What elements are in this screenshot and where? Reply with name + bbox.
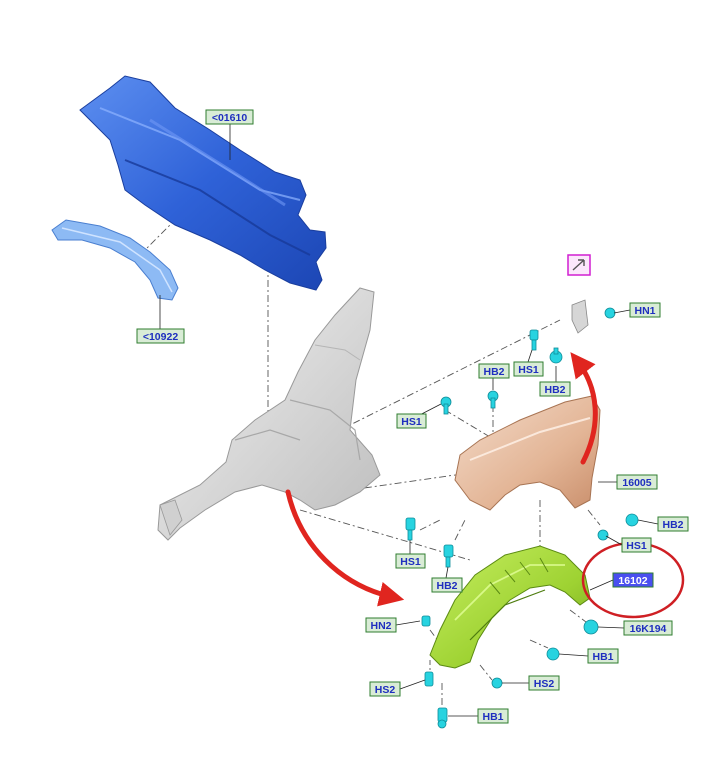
fastener-hn2: [421, 615, 431, 627]
label-hs2-left: HS2: [369, 681, 401, 697]
svg-text:HS1: HS1: [518, 364, 539, 376]
svg-text:HN1: HN1: [634, 305, 655, 317]
fastener-hn1: [604, 307, 616, 319]
svg-text:HS1: HS1: [401, 416, 422, 428]
wheel-arch-liner-part: [429, 545, 591, 669]
svg-text:HB1: HB1: [592, 651, 613, 663]
label-hb1-right: HB1: [587, 648, 619, 664]
svg-text:HB2: HB2: [436, 580, 457, 592]
svg-text:HS1: HS1: [400, 556, 421, 568]
label-dash-panel: <01610: [205, 109, 254, 125]
label-leaders: [159, 124, 659, 717]
fastener-hb1-right: [546, 647, 560, 661]
label-hs1-top: HS1: [513, 361, 544, 377]
fastener-hb2-left: [487, 390, 499, 409]
svg-text:HS2: HS2: [375, 684, 396, 696]
label-hn2: HN2: [365, 617, 397, 633]
svg-text:16K194: 16K194: [630, 623, 667, 635]
fastener-hb1-bottom: [437, 707, 448, 729]
assembly-dash-lines: [139, 204, 601, 705]
part-labels: <01610 <10922 HN1 HS1 HB2 HS1 HB2 16005: [136, 109, 689, 724]
fastener-hb2-low: [443, 544, 454, 568]
fastener-hs1-right: [597, 529, 609, 541]
svg-text:16005: 16005: [622, 477, 651, 489]
arrow-marker-icon: [567, 254, 591, 276]
svg-text:HS1: HS1: [626, 540, 647, 552]
svg-text:<10922: <10922: [143, 331, 178, 343]
label-apron-brace: <10922: [136, 328, 185, 344]
label-hb2-right: HB2: [657, 516, 689, 532]
fender-bracket: [571, 299, 589, 334]
fastener-hs2-left: [424, 671, 434, 687]
svg-text:HS2: HS2: [534, 678, 555, 690]
apron-brace-part: [51, 219, 179, 301]
fastener-hs1-low: [405, 517, 416, 541]
fender-part: [454, 395, 601, 511]
label-hs1-left: HS1: [396, 413, 427, 429]
label-hb2-top: HB2: [539, 381, 571, 397]
svg-text:HB2: HB2: [662, 519, 683, 531]
fastener-hs2-right: [491, 677, 503, 689]
label-clip: 16K194: [623, 620, 673, 636]
label-hn1: HN1: [629, 302, 661, 318]
svg-text:HB2: HB2: [544, 384, 565, 396]
svg-text:HB1: HB1: [482, 711, 503, 723]
label-hb2-left: HB2: [478, 363, 510, 379]
label-hs2-right: HS2: [528, 675, 560, 691]
label-fender: 16005: [616, 474, 658, 490]
svg-text:<01610: <01610: [212, 112, 247, 124]
fastener-16k194: [583, 619, 599, 635]
fasteners: [405, 307, 639, 729]
svg-text:16102: 16102: [618, 575, 647, 587]
fastener-hb2-right: [625, 513, 639, 527]
label-liner: 16102: [612, 572, 654, 588]
fastener-hs1-left: [440, 396, 452, 415]
label-hb1-bottom: HB1: [477, 708, 509, 724]
body-frame-part: [157, 287, 381, 541]
fastener-hb2-top: [549, 347, 563, 364]
label-hb2-low: HB2: [431, 577, 463, 593]
svg-text:HB2: HB2: [483, 366, 504, 378]
dash-panel-part: [79, 75, 327, 291]
fastener-hs1-top: [529, 329, 539, 351]
label-hs1-low: HS1: [395, 553, 426, 569]
svg-text:HN2: HN2: [370, 620, 391, 632]
label-hs1-right: HS1: [621, 537, 652, 553]
direction-arrows: [285, 352, 598, 607]
